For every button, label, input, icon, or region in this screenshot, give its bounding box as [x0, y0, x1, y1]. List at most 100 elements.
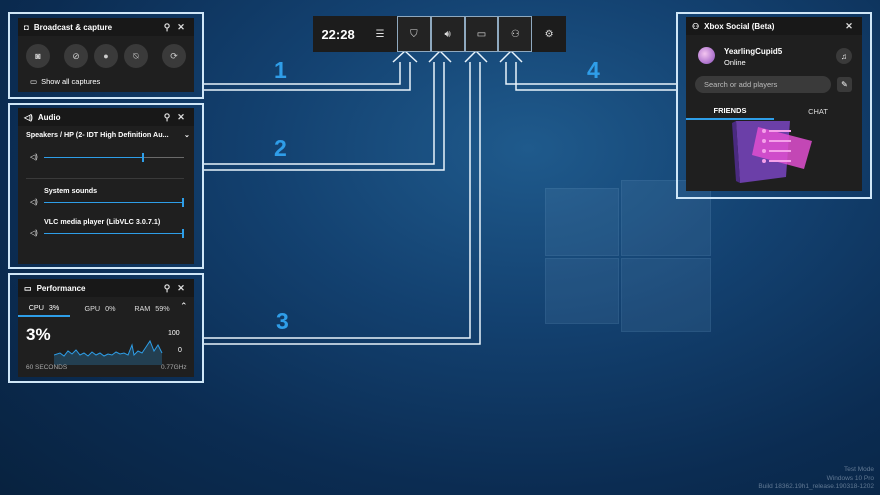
close-icon[interactable]: ✕ — [845, 20, 853, 31]
menu-button[interactable]: ☰ — [363, 16, 397, 52]
mic-button[interactable]: ⍉ — [124, 44, 148, 68]
watermark-line-1: Test Mode — [844, 466, 874, 473]
test-mode-watermark: Test Mode Windows 10 Pro Build 18362.19h… — [758, 466, 874, 492]
pin-icon[interactable]: ⚲ — [163, 21, 171, 32]
broadcast-widget-button[interactable]: ⛉ — [396, 16, 431, 52]
broadcast-header: ◘ Broadcast & capture ⚲ ✕ — [18, 18, 194, 36]
pin-icon[interactable]: ⚲ — [163, 111, 171, 122]
compose-icon: ✎ — [841, 80, 848, 89]
callout-1: 1 — [274, 57, 287, 83]
broadcast-button[interactable]: ⟳ — [162, 44, 186, 68]
broadcast-frame — [8, 12, 204, 99]
broadcast-panel: ◘ Broadcast & capture ⚲ ✕ ◙ ⊘ ● ⍉ ⟳ ▭ Sh… — [18, 18, 194, 92]
cpu-tab-value: 3% — [48, 302, 60, 312]
system-sounds-slider[interactable] — [44, 198, 184, 207]
search-input[interactable]: Search or add players — [695, 76, 831, 93]
menu-icon: ☰ — [375, 28, 385, 40]
broadcast-title: Broadcast & capture — [33, 22, 113, 32]
broadcast-icon: ⟳ — [170, 50, 178, 61]
mix-label-vlc: VLC media player (LibVLC 3.0.7.1) — [44, 217, 161, 226]
scale-min: 0 — [178, 347, 182, 354]
vlc-volume-slider[interactable] — [44, 229, 184, 238]
ram-tab-name: RAM — [134, 303, 151, 313]
speaker-icon: ◁) — [30, 199, 38, 206]
audio-widget-button[interactable]: 🔊︎ — [430, 16, 465, 52]
new-message-button[interactable]: ✎ — [837, 77, 852, 92]
mix-label-system: System sounds — [44, 186, 98, 195]
people-icon: ⚇ — [692, 21, 700, 31]
callout-2: 2 — [274, 135, 287, 161]
record-icon: ● — [103, 51, 109, 61]
audio-device-select[interactable]: Speakers / HP (2- IDT High Definition Au… — [26, 130, 190, 139]
rewind-icon: ⊘ — [72, 50, 80, 61]
performance-header: ▭ Performance ⚲ ✕ — [18, 279, 194, 297]
camera-icon: ◙ — [35, 51, 41, 61]
speaker-icon: ◁) — [30, 154, 38, 161]
watermark-line-2: Windows 10 Pro — [826, 474, 874, 482]
gpu-tab-value: 0% — [105, 303, 116, 313]
pin-icon[interactable]: ⚲ — [163, 282, 171, 293]
gpu-tab-name: GPU — [84, 303, 101, 313]
cpu-tab-name: CPU — [28, 302, 44, 312]
chevron-up-icon[interactable]: ⌃ — [180, 301, 188, 311]
performance-title: Performance — [36, 283, 86, 293]
speaker-icon: ◁) — [24, 112, 33, 122]
close-icon[interactable]: ✕ — [177, 282, 185, 293]
ram-tab-value: 59% — [155, 303, 170, 313]
record-button[interactable]: ● — [94, 44, 118, 68]
performance-panel: ▭ Performance ⚲ ✕ CPU 3% GPU 0% RAM 59% … — [18, 279, 194, 377]
avatar — [698, 47, 715, 64]
settings-button[interactable]: ⚙ — [532, 16, 566, 52]
close-icon[interactable]: ✕ — [177, 111, 185, 122]
performance-icon: ▭ — [476, 28, 487, 40]
performance-widget-button[interactable]: ▭ — [464, 16, 499, 52]
audio-header: ◁) Audio ⚲ ✕ — [18, 108, 194, 126]
gallery-icon: ▭ — [30, 77, 38, 86]
audio-title: Audio — [37, 112, 61, 122]
social-header: ⚇ Xbox Social (Beta) ✕ — [686, 17, 862, 35]
social-panel: ⚇ Xbox Social (Beta) ✕ YearlingCupid5 On… — [686, 17, 862, 191]
clock: 22:28 — [321, 26, 355, 42]
user-status: Online — [724, 58, 746, 67]
search-placeholder: Search or add players — [704, 80, 778, 89]
game-bar: 22:28 ☰ ⛉ 🔊︎ ▭ ⚇ ⚙ — [313, 16, 566, 52]
perf-tab-cpu[interactable]: CPU 3% — [18, 299, 70, 317]
gear-icon: ⚙ — [544, 28, 554, 40]
username: YearlingCupid5 — [724, 47, 783, 56]
mic-off-icon: ⍉ — [133, 50, 139, 61]
perf-tab-gpu[interactable]: GPU 0% — [74, 299, 126, 317]
camera-icon: ◘ — [24, 22, 29, 32]
divider — [26, 178, 184, 179]
callout-3: 3 — [276, 308, 289, 334]
callout-4: 4 — [587, 57, 600, 83]
cpu-big-value: 3% — [26, 325, 51, 344]
tab-friends[interactable]: FRIENDS — [686, 102, 774, 120]
audio-frame — [8, 103, 204, 269]
performance-frame — [8, 273, 204, 383]
perf-tab-ram[interactable]: RAM 59% — [126, 299, 178, 317]
time-range-label: 60 SECONDS — [26, 364, 68, 371]
close-icon[interactable]: ✕ — [177, 21, 185, 32]
frequency-label: 0.77GHz — [161, 364, 187, 371]
social-widget-button[interactable]: ⚇ — [498, 16, 533, 52]
notifications-button[interactable]: ♫ — [836, 48, 852, 64]
record-last-button[interactable]: ⊘ — [64, 44, 88, 68]
capture-icon: ⛉ — [410, 28, 418, 40]
people-icon: ⚇ — [510, 28, 520, 40]
speaker-icon: 🔊︎ — [444, 28, 451, 40]
speaker-icon: ◁) — [30, 230, 38, 237]
friends-list-illustration — [732, 121, 812, 183]
social-title: Xbox Social (Beta) — [704, 21, 775, 31]
monitor-icon: ▭ — [24, 283, 32, 293]
scale-max: 100 — [168, 330, 180, 337]
chevron-down-icon: ⌄ — [183, 130, 190, 139]
social-frame — [676, 12, 872, 199]
tab-chat[interactable]: CHAT — [808, 106, 828, 116]
screenshot-button[interactable]: ◙ — [26, 44, 50, 68]
cpu-usage-graph — [54, 339, 163, 365]
show-all-captures-label: Show all captures — [41, 77, 101, 86]
master-volume-slider[interactable] — [44, 153, 184, 162]
windows-logo-backdrop — [545, 180, 711, 332]
show-all-captures-link[interactable]: ▭ Show all captures — [30, 77, 100, 86]
